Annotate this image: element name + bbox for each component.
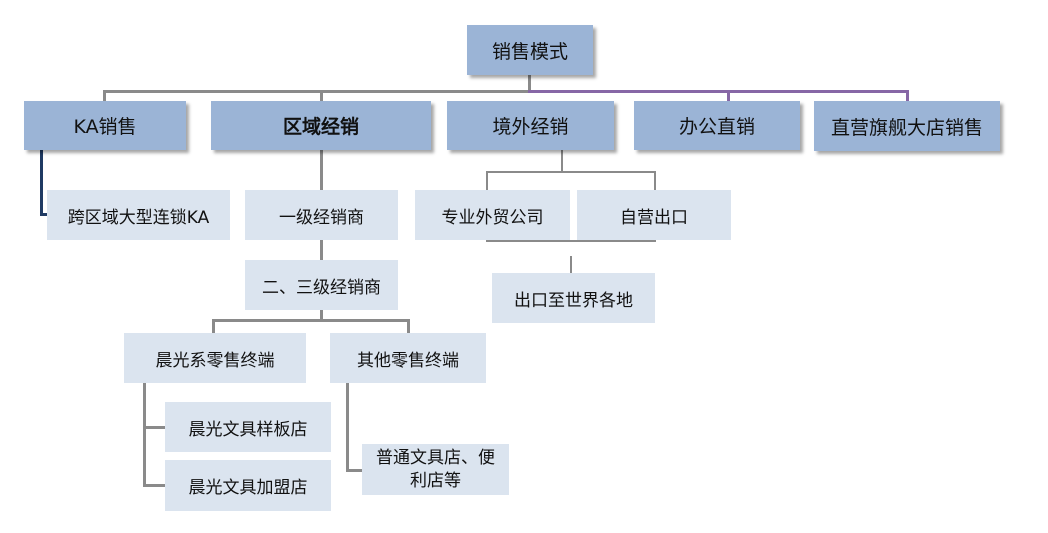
channel-flagship: 直营旗舰大店销售 <box>814 101 1000 151</box>
node-first-tier-dealer-label: 一级经销商 <box>279 207 364 228</box>
connector-regional-2 <box>320 240 323 260</box>
node-trade-company: 专业外贸公司 <box>415 190 570 240</box>
channel-ka-label: KA销售 <box>73 116 137 138</box>
node-model-store: 晨光文具样板店 <box>165 402 331 452</box>
node-second-third-tier-dealer-label: 二、三级经销商 <box>262 277 381 298</box>
channel-overseas-label: 境外经销 <box>492 116 569 138</box>
connector-export-drop <box>570 256 572 274</box>
connector-regional-3 <box>320 310 323 321</box>
node-second-third-tier-dealer: 二、三级经销商 <box>245 260 398 310</box>
node-self-export-label: 自营出口 <box>620 207 688 228</box>
connector-overseas-1 <box>561 150 563 172</box>
connector-drop-regional <box>320 90 323 102</box>
node-ordinary-stores: 普通文具店、便利店等 <box>362 444 509 495</box>
node-other-retail-label: 其他零售终端 <box>357 350 459 371</box>
connector-bus-gray <box>103 90 531 93</box>
connector-ordinary-store <box>346 469 362 472</box>
node-franchise-store: 晨光文具加盟店 <box>165 460 331 511</box>
node-export-world: 出口至世界各地 <box>492 273 655 323</box>
node-trade-company-label: 专业外贸公司 <box>441 207 544 228</box>
connector-retail-bus <box>212 319 410 322</box>
connector-drop-ka <box>103 90 106 102</box>
root-node: 销售模式 <box>467 25 593 75</box>
connector-chenguang-vertical <box>143 383 146 487</box>
connector-bus-purple <box>528 90 909 93</box>
node-chenguang-retail: 晨光系零售终端 <box>124 333 306 383</box>
connector-drop-office <box>727 90 730 102</box>
node-export-world-label: 出口至世界各地 <box>514 290 633 311</box>
node-ordinary-stores-label: 普通文具店、便利店等 <box>376 447 495 491</box>
connector-franchise-store <box>143 484 166 487</box>
channel-office-label: 办公直销 <box>678 116 755 138</box>
channel-overseas: 境外经销 <box>447 101 614 150</box>
connector-retail-left <box>212 319 215 333</box>
connector-overseas-bus <box>486 171 656 173</box>
connector-retail-right <box>407 319 410 333</box>
channel-regional-label: 区域经销 <box>282 116 359 138</box>
root-label: 销售模式 <box>491 40 568 63</box>
connector-root-down <box>528 75 531 92</box>
connector-overseas-left <box>486 171 488 190</box>
channel-office: 办公直销 <box>634 101 800 150</box>
channel-regional: 区域经销 <box>211 101 431 150</box>
node-model-store-label: 晨光文具样板店 <box>188 419 308 440</box>
connector-export-bus <box>486 240 656 242</box>
node-first-tier-dealer: 一级经销商 <box>245 190 398 240</box>
connector-ka-horizontal <box>40 213 50 216</box>
channel-ka: KA销售 <box>24 101 186 150</box>
connector-regional-1 <box>320 150 323 190</box>
node-cross-region-ka: 跨区域大型连锁KA <box>47 190 230 240</box>
channel-flagship-label: 直营旗舰大店销售 <box>830 116 983 139</box>
node-other-retail: 其他零售终端 <box>330 333 486 383</box>
node-chenguang-retail-label: 晨光系零售终端 <box>155 350 275 371</box>
connector-model-store <box>143 426 166 429</box>
node-cross-region-ka-label: 跨区域大型连锁KA <box>67 207 210 228</box>
connector-overseas-right <box>654 171 656 190</box>
node-franchise-store-label: 晨光文具加盟店 <box>188 478 308 498</box>
connector-drop-flagship <box>906 90 909 102</box>
connector-ka-vertical <box>40 150 43 215</box>
node-self-export: 自营出口 <box>577 190 731 240</box>
connector-other-vertical <box>346 383 349 472</box>
